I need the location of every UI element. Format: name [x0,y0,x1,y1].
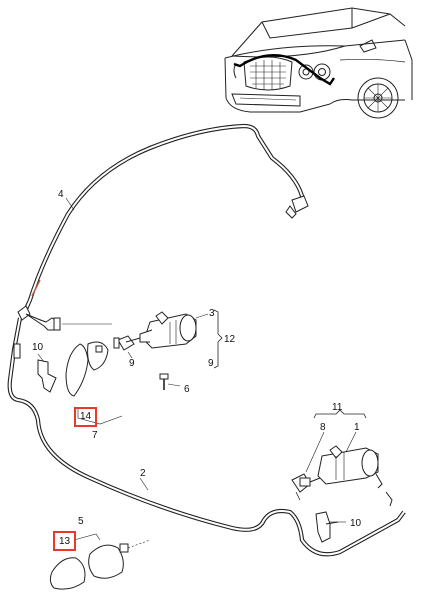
callout-12: 12 [224,334,236,345]
washer-cover-13 [49,557,86,590]
hose-2 [7,317,406,557]
callout-7: 7 [92,430,98,441]
callout-6: 6 [184,384,190,395]
callout-2: 2 [140,468,146,479]
hose-4-connector [285,195,309,219]
washer-cover-14 [65,343,89,397]
washer-nozzle-5 [88,543,129,579]
callout-8: 8 [320,422,326,433]
car-illustration [224,7,413,119]
callout-14: 14 [80,411,92,422]
bracket-11 [313,409,367,419]
highlight-box-14 [74,407,97,427]
callout-4: 4 [58,189,64,200]
car-washer-hose-trace [233,54,335,86]
callout-9-right: 9 [208,358,214,369]
lower-pump-1 [317,445,383,489]
callout-5: 5 [78,516,84,527]
bracket-10-upper [37,359,57,393]
callout-10-upper: 10 [32,342,44,353]
callout-11: 11 [332,402,343,413]
highlight-box-13 [53,531,76,551]
callout-9-upper: 9 [129,358,135,369]
left-hose-connectors [13,305,31,359]
callout-10-lower: 10 [350,518,362,529]
washer-nozzle-7 [87,341,109,371]
t-connector [25,313,61,331]
bracket-10-lower [315,511,339,543]
upper-pump-3 [139,311,197,349]
hose-4 [20,123,305,319]
upper-connector-9 [113,335,141,351]
callout-3: 3 [209,308,215,319]
lower-connector-8 [291,473,321,493]
callout-1: 1 [354,422,360,433]
bracket-12 [213,309,223,369]
bolt-6 [159,373,169,390]
callout-13: 13 [59,536,71,547]
